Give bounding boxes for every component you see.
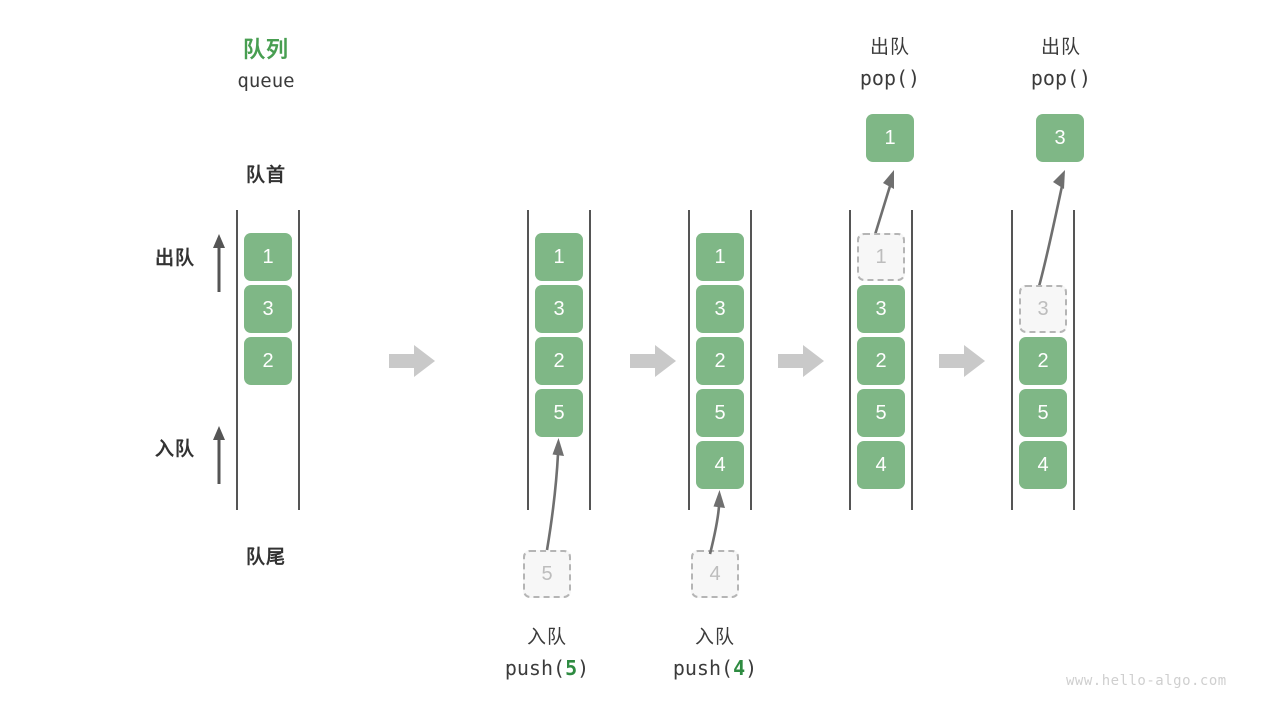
queue-node: 3 — [244, 285, 292, 333]
queue-node: 2 — [244, 337, 292, 385]
push-5-code-prefix: push( — [504, 656, 566, 680]
enqueue-direction-arrow-icon — [213, 426, 225, 484]
queue-rail-right — [1073, 210, 1075, 510]
queue-rail-right — [750, 210, 752, 510]
queue-rail-right — [298, 210, 300, 510]
removed-element-ghost: 3 — [1019, 285, 1067, 333]
queue-node: 5 — [1019, 389, 1067, 437]
queue-rail-right — [911, 210, 913, 510]
pop-1-header-cn: 出队 — [869, 37, 910, 58]
queue-node: 3 — [696, 285, 744, 333]
push-4-code-prefix: push( — [672, 656, 734, 680]
queue-rail-right — [589, 210, 591, 510]
step-arrow-icon — [778, 345, 824, 377]
step-arrow-icon — [630, 345, 676, 377]
queue-node-new: 5 — [535, 389, 583, 437]
enqueue-motion-arrow-icon — [708, 490, 725, 555]
queue-node: 4 — [1019, 441, 1067, 489]
dequeue-motion-arrow-icon — [1036, 170, 1065, 291]
pop-1-header-code: pop() — [859, 66, 921, 90]
push-4-caption-cn: 入队 — [694, 627, 735, 648]
pending-element-ghost: 4 — [691, 550, 739, 598]
dequeue-direction-label: 出队 — [154, 248, 195, 269]
popped-element: 1 — [866, 114, 914, 162]
watermark: www.hello-algo.com — [1066, 673, 1227, 689]
enqueue-motion-arrow-icon — [545, 438, 564, 551]
push-4-code-suffix: ) — [745, 656, 758, 680]
dequeue-motion-arrow-icon — [872, 170, 894, 239]
queue-rail-left — [688, 210, 690, 510]
pop-3-header-cn: 出队 — [1040, 37, 1081, 58]
pop-3-header-code: pop() — [1030, 66, 1092, 90]
queue-title-en: queue — [237, 70, 295, 92]
push-5-code-suffix: ) — [577, 656, 590, 680]
pending-element-ghost: 5 — [523, 550, 571, 598]
queue-rail-left — [849, 210, 851, 510]
push-4-caption-code: push(4) — [637, 656, 793, 680]
push-5-caption-cn: 入队 — [526, 627, 567, 648]
queue-node: 3 — [857, 285, 905, 333]
dequeue-direction-arrow-icon — [213, 234, 225, 292]
popped-element: 3 — [1036, 114, 1084, 162]
queue-rail-left — [1011, 210, 1013, 510]
queue-node: 1 — [535, 233, 583, 281]
queue-rail-left — [527, 210, 529, 510]
queue-node: 2 — [1019, 337, 1067, 385]
queue-node: 2 — [696, 337, 744, 385]
queue-rail-left — [236, 210, 238, 510]
push-5-code-arg: 5 — [565, 656, 578, 680]
rear-label: 队尾 — [245, 547, 286, 568]
queue-node: 2 — [857, 337, 905, 385]
push-5-caption-code: push(5) — [469, 656, 625, 680]
step-arrow-icon — [389, 345, 435, 377]
enqueue-direction-label: 入队 — [154, 439, 195, 460]
removed-element-ghost: 1 — [857, 233, 905, 281]
step-arrow-icon — [939, 345, 985, 377]
queue-node: 1 — [244, 233, 292, 281]
queue-node: 3 — [535, 285, 583, 333]
queue-node: 5 — [696, 389, 744, 437]
push-4-code-arg: 4 — [733, 656, 746, 680]
queue-title-cn: 队列 — [242, 37, 289, 62]
queue-node: 1 — [696, 233, 744, 281]
front-label: 队首 — [245, 165, 286, 186]
queue-node: 5 — [857, 389, 905, 437]
queue-node: 2 — [535, 337, 583, 385]
queue-node: 4 — [857, 441, 905, 489]
queue-node-new: 4 — [696, 441, 744, 489]
